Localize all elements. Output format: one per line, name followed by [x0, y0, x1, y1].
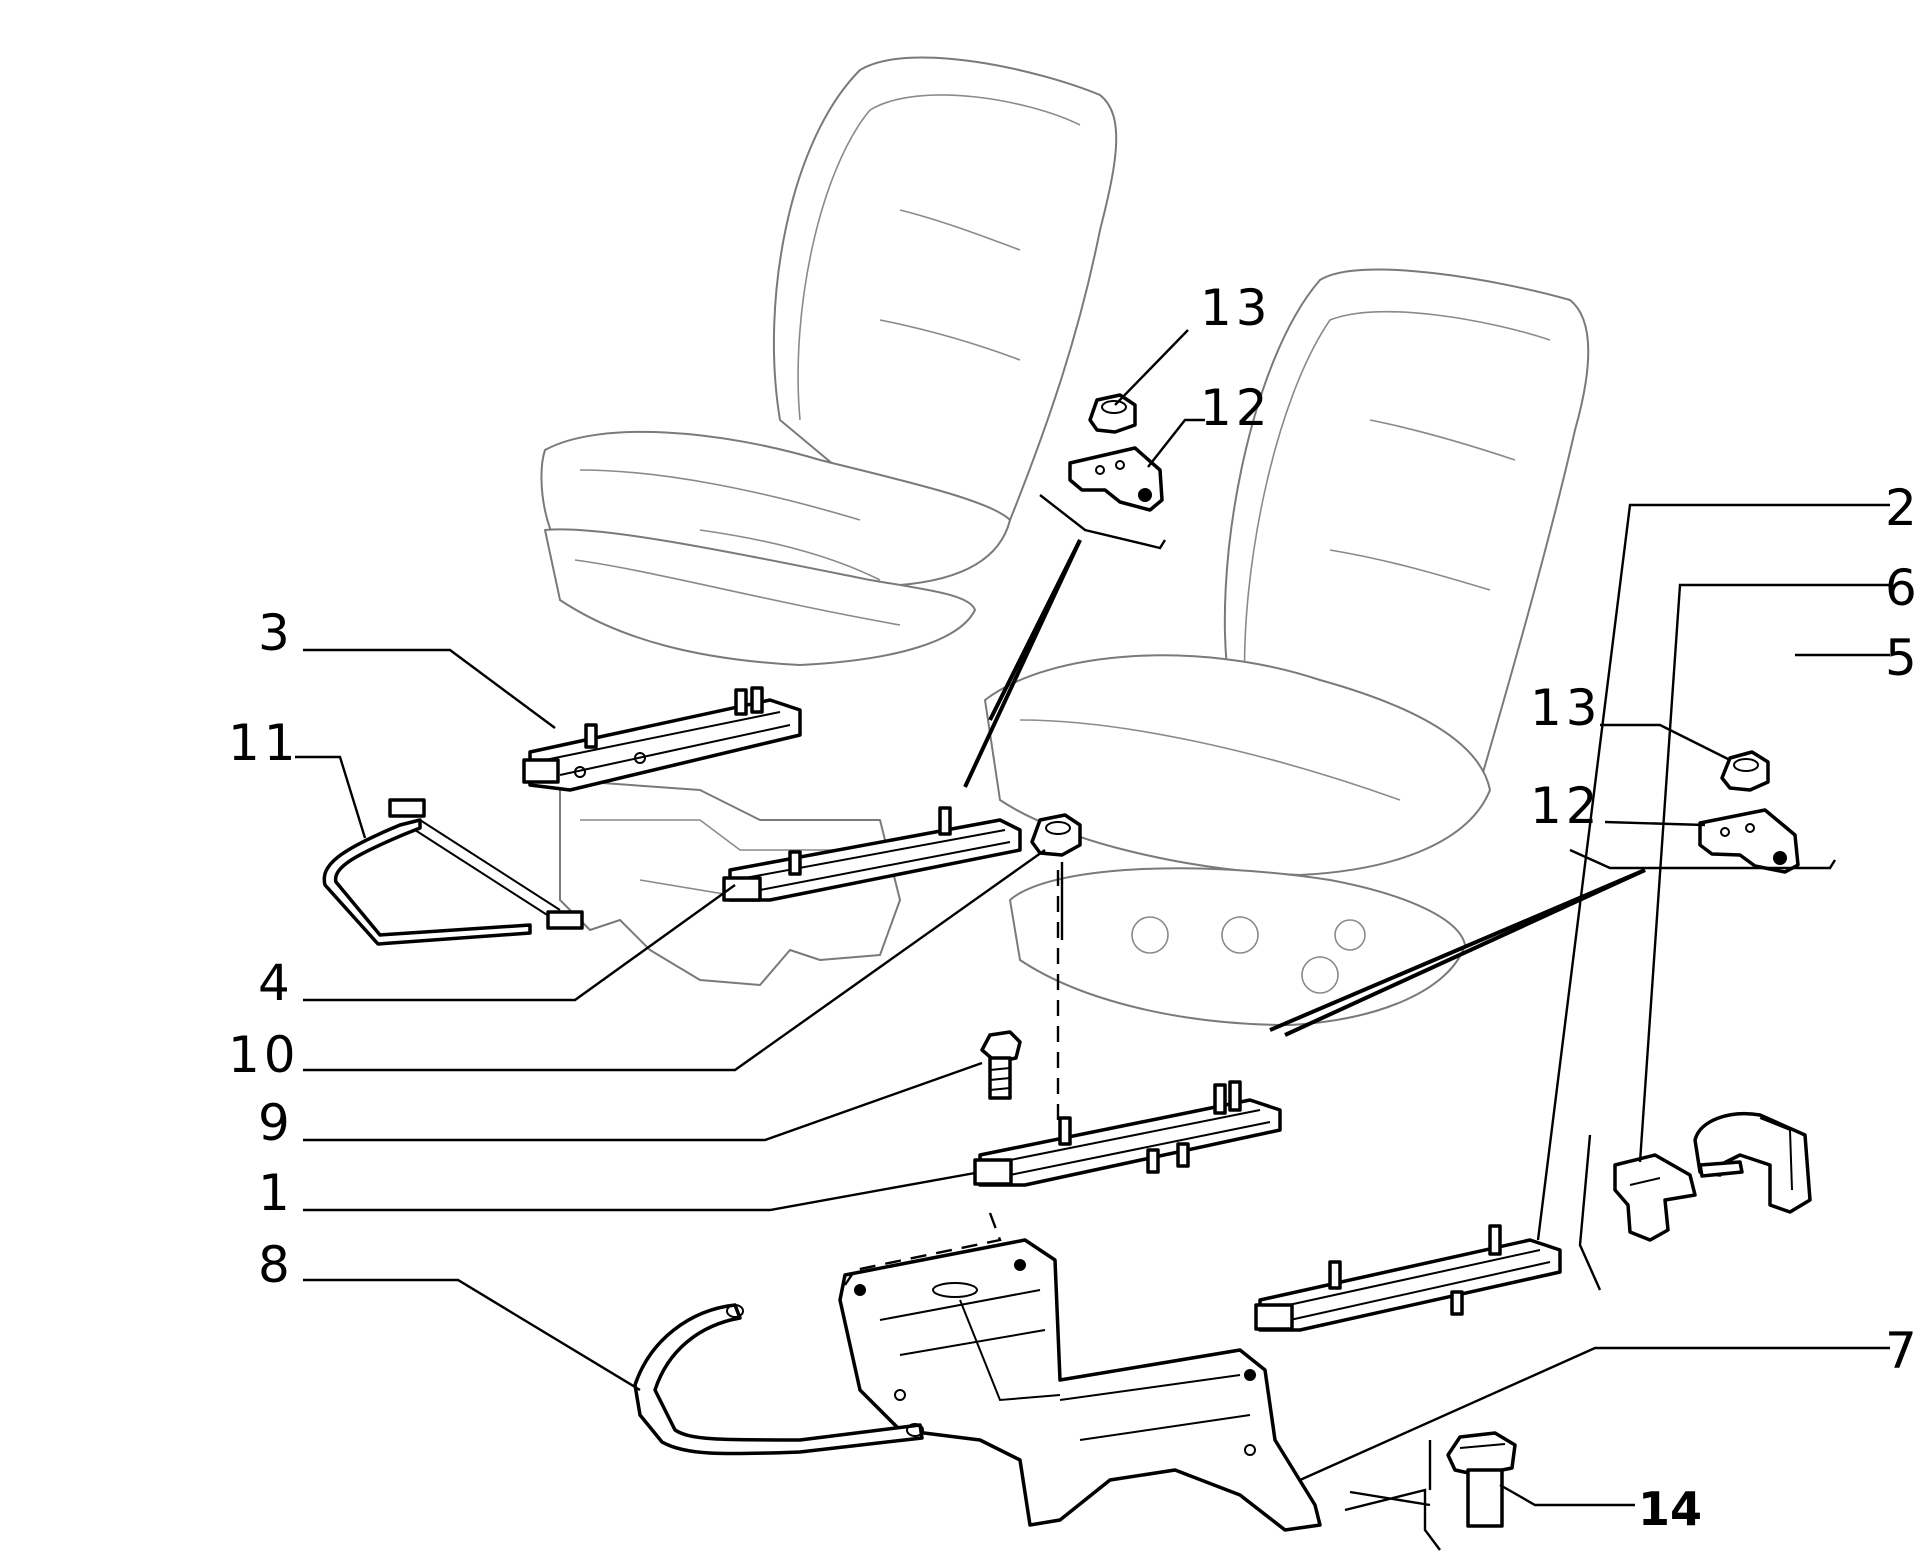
part-12-bracket-right	[1698, 808, 1800, 874]
rear-seat-outline	[540, 56, 1118, 666]
callout-9: 9	[258, 1094, 294, 1152]
part-7-seat-frame	[838, 1238, 1322, 1532]
callout-5: 5	[1885, 629, 1914, 687]
callout-7: 7	[1885, 1322, 1914, 1380]
part-11-tubular-bar	[322, 798, 584, 946]
part-12-bracket-upper	[1068, 446, 1164, 512]
part-8-tubular-bar	[633, 1303, 924, 1456]
part-4-seat-rail	[722, 806, 1022, 902]
part-1-seat-rail	[973, 1080, 1282, 1187]
callout-3: 3	[258, 604, 294, 662]
callout-14: 14	[1638, 1482, 1702, 1536]
part-5-clamp	[1693, 1112, 1812, 1214]
callout-13-upper: 13	[1200, 279, 1272, 337]
front-seat-outline	[984, 268, 1590, 1026]
callout-1: 1	[258, 1164, 294, 1222]
leader-lines	[295, 329, 1890, 1551]
part-14-bolt	[1446, 1431, 1517, 1528]
part-6-clip	[1613, 1153, 1697, 1242]
part-10-nut	[1030, 813, 1082, 857]
callout-10: 10	[228, 1026, 300, 1084]
callout-12-upper: 12	[1200, 379, 1272, 437]
callout-13-right: 13	[1530, 679, 1602, 737]
part-13-nut-right	[1720, 750, 1770, 792]
callout-2: 2	[1885, 479, 1914, 537]
callout-6: 6	[1885, 559, 1914, 617]
part-9-bolt	[980, 1030, 1022, 1100]
part-3-seat-rail	[522, 686, 802, 792]
part-13-nut-upper	[1088, 393, 1137, 434]
callout-11: 11	[228, 714, 300, 772]
part-2-seat-rail	[1254, 1224, 1562, 1332]
callout-8: 8	[258, 1236, 294, 1294]
callout-labels: 3 11 4 10 9 1 8 13 12 13 12 2 6 5 7 14	[228, 279, 1914, 1536]
callout-4: 4	[258, 954, 294, 1012]
callout-12-right: 12	[1530, 777, 1602, 835]
